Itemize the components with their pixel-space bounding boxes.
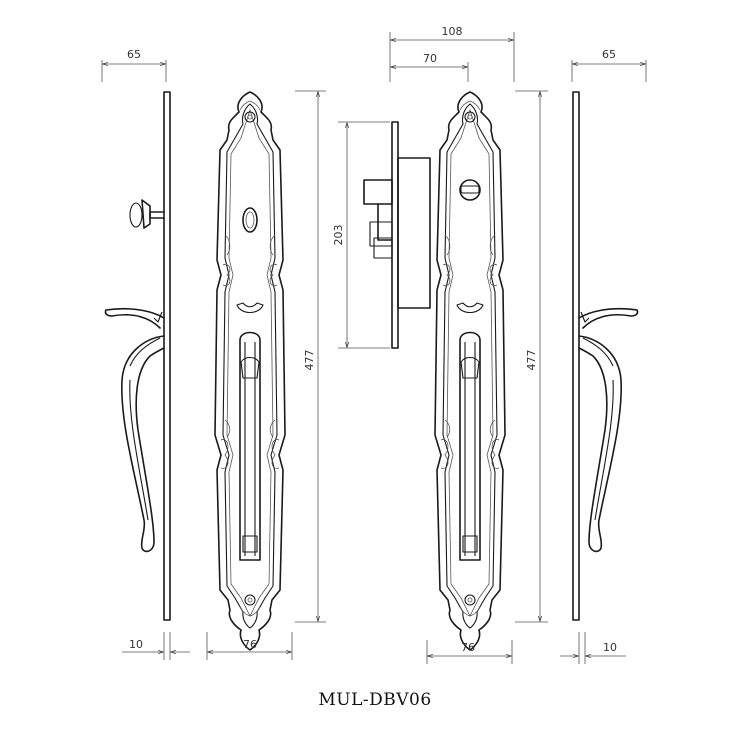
dim-top-center-inner: 70 xyxy=(423,52,437,65)
dim-bottom-left-thickness: 10 xyxy=(129,638,143,651)
dim-left-plate-height: 477 xyxy=(303,350,316,371)
model-caption: MUL-DBV06 xyxy=(318,690,432,710)
dim-bottom-left-plate-width: 76 xyxy=(243,638,257,651)
right-front-plate xyxy=(434,91,506,651)
dim-bottom-right-thickness: 10 xyxy=(603,641,617,654)
dim-right-plate-height: 477 xyxy=(525,350,538,371)
dim-top-left-width: 65 xyxy=(127,48,141,61)
dim-bottom-right-plate-width: 76 xyxy=(461,641,475,654)
left-front-plate xyxy=(214,91,286,651)
dim-latch-height: 203 xyxy=(332,225,345,246)
dim-top-right-width: 65 xyxy=(602,48,616,61)
latch-mechanism xyxy=(363,121,431,349)
left-side-view xyxy=(104,91,171,621)
right-side-view xyxy=(572,91,639,621)
dim-top-center-overall: 108 xyxy=(442,25,463,38)
